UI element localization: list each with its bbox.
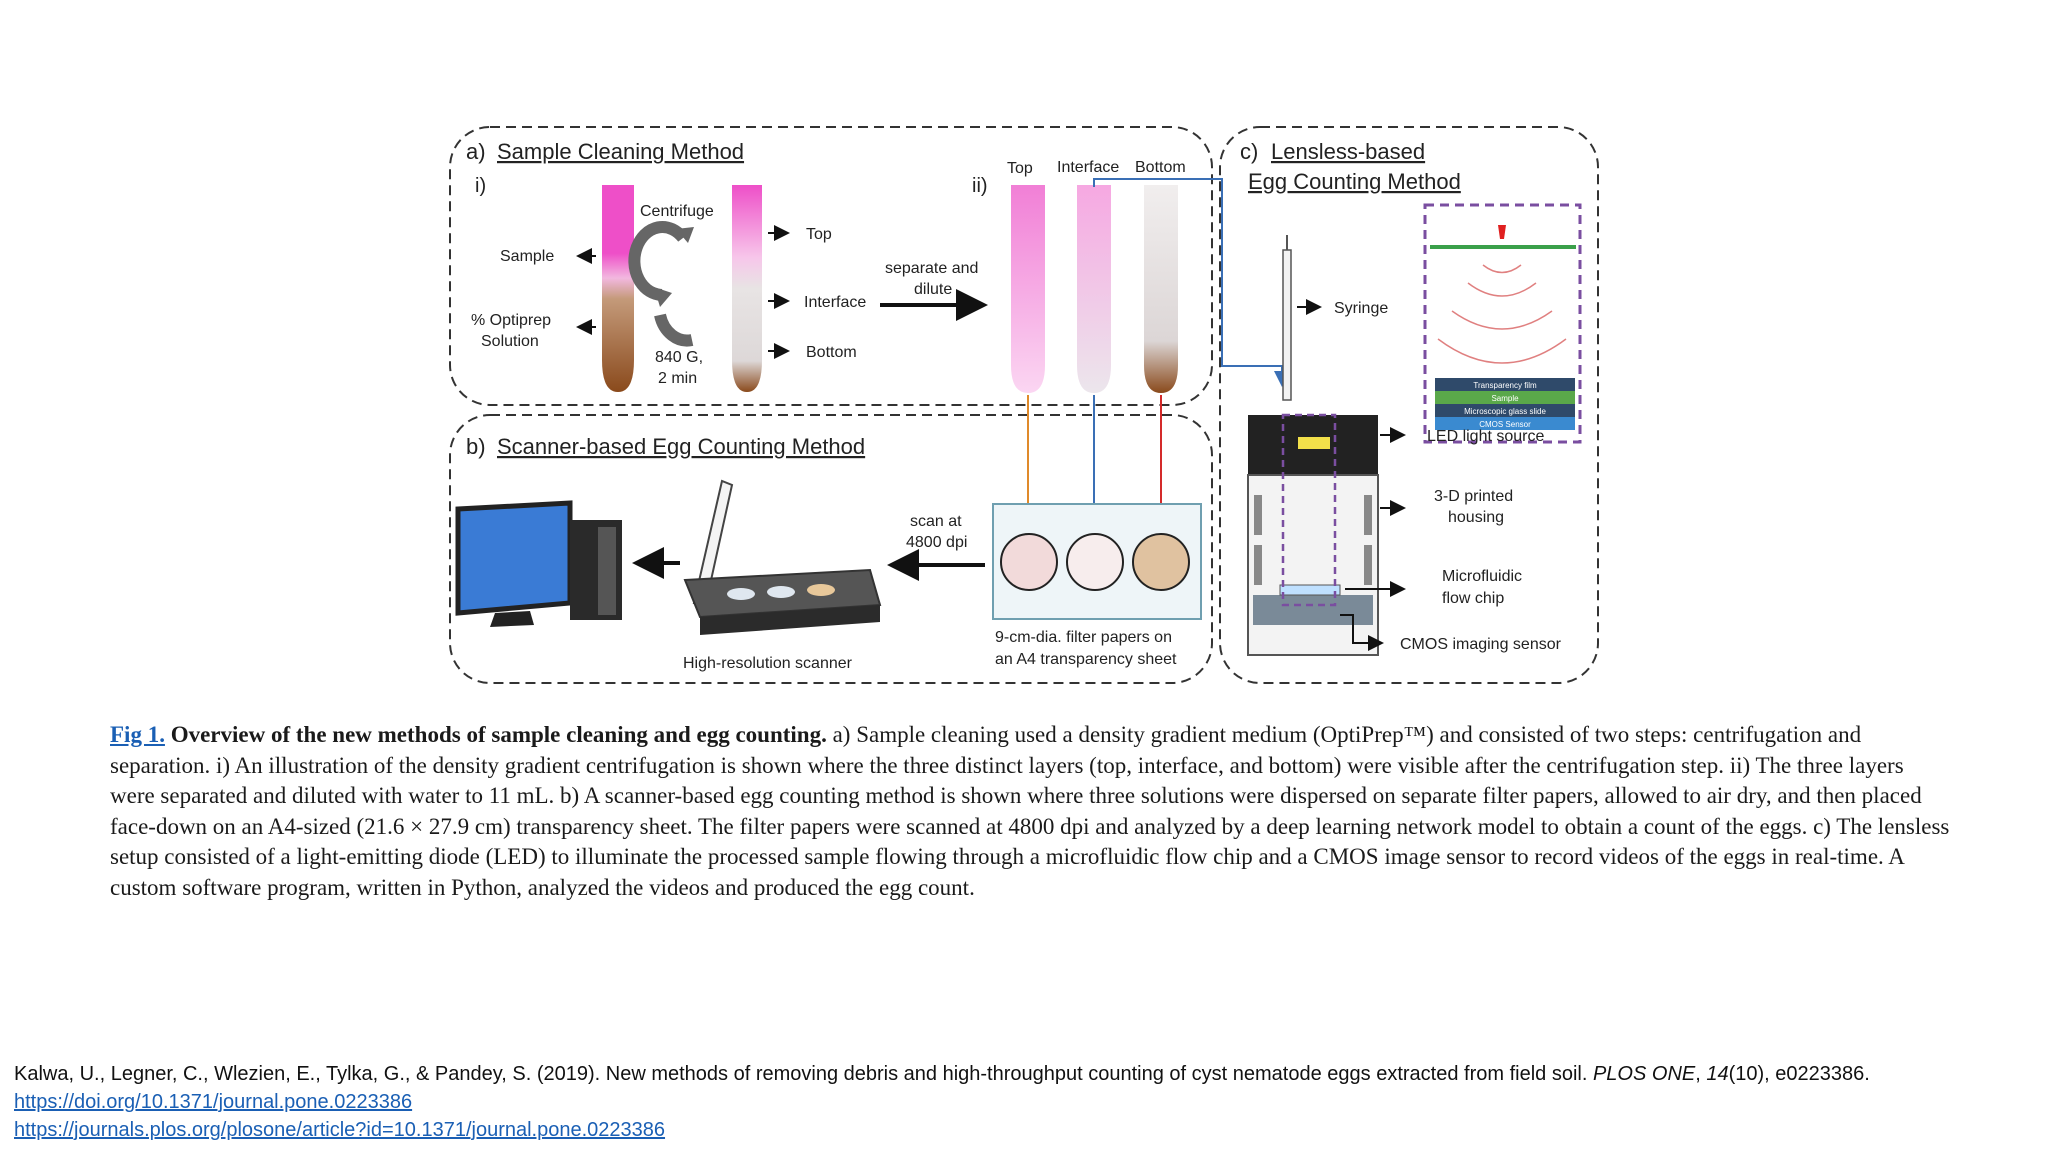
tube-before [602, 185, 634, 392]
citation-volume: 14 [1706, 1063, 1729, 1085]
label-scan-2: 4800 dpi [906, 534, 967, 551]
panel-c-title-2: Egg Counting Method [1248, 169, 1461, 194]
tube-interface-separated [1077, 185, 1111, 393]
flow-line-syringe [1093, 178, 1290, 387]
label-filter-2: an A4 transparency sheet [995, 651, 1177, 668]
label-separate-2: dilute [914, 281, 952, 298]
centrifuge-arrow-top [628, 221, 688, 301]
citation-issue: (10), e0223386. [1728, 1063, 1870, 1085]
label-optiprep-1: % Optiprep [471, 312, 551, 329]
caption-body: a) Sample cleaning used a density gradie… [110, 722, 1950, 900]
inset-label-4: CMOS Sensor [1479, 420, 1531, 429]
panel-b-frame [449, 414, 1213, 684]
inset-layer-sample [1435, 391, 1575, 404]
label-led: LED light source [1427, 428, 1544, 445]
label-optiprep-2: Solution [481, 333, 539, 350]
citation-reference: Kalwa, U., Legner, C., Wlezien, E., Tylk… [14, 1060, 2034, 1088]
panel-a-sub-i: i) [475, 175, 486, 197]
arrow-cmos [1340, 614, 1384, 651]
tube-bottom-separated [1144, 185, 1178, 393]
scanner-body [700, 605, 880, 635]
device-base [1253, 595, 1373, 625]
citation-authors: Kalwa, U., Legner, C., Wlezien, E., Tylk… [14, 1063, 1593, 1085]
figure-caption: Fig 1. Overview of the new methods of sa… [110, 720, 1950, 903]
inset-label-2: Sample [1491, 394, 1519, 403]
label-housing-1: 3-D printed [1434, 488, 1513, 505]
device-rib-left-2 [1254, 545, 1262, 585]
label-scanner: High-resolution scanner [683, 655, 853, 672]
scanner-filter-3 [807, 584, 835, 596]
panel-a-prefix: a) [466, 139, 486, 164]
computer-tower-face [598, 527, 616, 615]
label-chip-1: Microfluidic [1442, 568, 1522, 585]
figure-diagram: a) Sample Cleaning Method i) ii) Sample … [449, 126, 1599, 684]
label-cmos: CMOS imaging sensor [1400, 636, 1562, 653]
filter-paper-bottom [1132, 533, 1190, 591]
label-speed-1: 840 G, [655, 349, 703, 366]
label-speed-2: 2 min [658, 370, 697, 387]
label-bottom: Bottom [806, 344, 857, 361]
panel-c-title-1: Lensless-based [1271, 139, 1425, 164]
scanner-filter-1 [727, 588, 755, 600]
label-scan-1: scan at [910, 513, 962, 530]
panel-a-sub-ii: ii) [972, 175, 988, 197]
syringe [1282, 249, 1292, 401]
col-top: Top [1007, 160, 1033, 177]
label-interface: Interface [804, 294, 866, 311]
citation-sep: , [1695, 1063, 1707, 1085]
col-bottom: Bottom [1135, 159, 1186, 176]
inset-label-1: Transparency film [1473, 381, 1537, 390]
inset-label-3: Microscopic glass slide [1464, 407, 1546, 416]
article-link[interactable]: https://journals.plos.org/plosone/articl… [14, 1119, 666, 1141]
panel-b-title: Scanner-based Egg Counting Method [497, 434, 865, 459]
inset-led [1498, 225, 1506, 239]
inset-wave-1 [1482, 264, 1522, 274]
computer-stand [490, 611, 534, 627]
figure-link[interactable]: Fig 1. [110, 722, 165, 747]
inset-layer-glass [1435, 404, 1575, 417]
citation-journal: PLOS ONE [1592, 1063, 1696, 1085]
flow-chip [1279, 584, 1341, 596]
tube-after [732, 185, 762, 392]
filter-paper-interface [1066, 533, 1124, 591]
inset-box [1423, 203, 1582, 444]
panel-a-frame [449, 126, 1213, 406]
panel-c-prefix: c) [1240, 139, 1258, 164]
device-rib-left-1 [1254, 495, 1262, 535]
inset-wave-2 [1467, 282, 1537, 297]
tube-top-separated [1011, 185, 1045, 393]
centrifuge-arrow-bottom [654, 313, 694, 347]
label-filter-1: 9-cm-dia. filter papers on [995, 629, 1172, 646]
label-top: Top [806, 226, 832, 243]
figure-title: Overview of the new methods of sample cl… [170, 722, 827, 747]
inset-layer-cmos [1435, 417, 1575, 430]
filter-paper-top [1000, 533, 1058, 591]
doi-link[interactable]: https://doi.org/10.1371/journal.pone.022… [14, 1091, 413, 1113]
device-purple-box [1281, 413, 1337, 607]
led-source [1298, 437, 1330, 449]
panel-a-title: Sample Cleaning Method [497, 139, 744, 164]
panel-b-prefix: b) [466, 434, 486, 459]
inset-layer-film [1435, 378, 1575, 391]
computer-monitor [455, 500, 573, 616]
inset-wave-3 [1451, 310, 1553, 330]
label-centrifuge: Centrifuge [640, 203, 714, 220]
centrifuge-arrowhead-2 [676, 227, 694, 243]
col-interface: Interface [1057, 159, 1119, 176]
inset-wave-4 [1437, 338, 1567, 364]
device-housing [1247, 474, 1379, 656]
label-housing-2: housing [1448, 509, 1504, 526]
label-syringe: Syringe [1334, 300, 1388, 317]
label-chip-2: flow chip [1442, 590, 1504, 607]
citation: Kalwa, U., Legner, C., Wlezien, E., Tylk… [14, 1060, 2034, 1144]
panel-c-frame [1219, 126, 1599, 684]
label-separate-1: separate and [885, 260, 978, 277]
device-rib-right-1 [1364, 495, 1372, 535]
centrifuge-arrowhead-1 [654, 287, 672, 307]
label-sample: Sample [500, 248, 554, 265]
device-rib-right-2 [1364, 545, 1372, 585]
scanner-filter-2 [767, 586, 795, 598]
